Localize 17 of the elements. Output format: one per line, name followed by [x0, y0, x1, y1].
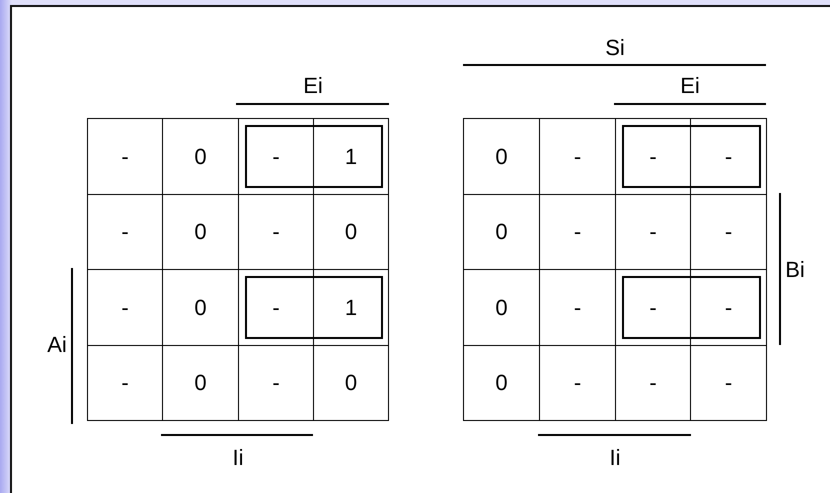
map-cell: - — [87, 345, 163, 421]
variable-label: Bi — [785, 257, 805, 283]
map-cell: - — [87, 118, 163, 195]
variable-label: Ai — [47, 332, 67, 358]
map-cell: 0 — [463, 118, 540, 195]
map-cell: 0 — [313, 345, 389, 421]
variable-label: Si — [605, 35, 625, 61]
grouping-loop — [245, 276, 383, 339]
variable-label: Ei — [303, 73, 323, 99]
map-cell: - — [690, 345, 767, 421]
grouping-loop — [622, 125, 761, 188]
variable-label: Ei — [680, 73, 700, 99]
grouping-loop — [245, 125, 383, 188]
grouping-loop — [622, 276, 761, 339]
variable-label: Ii — [610, 445, 620, 471]
map-cell: 0 — [463, 345, 540, 421]
variable-label: Ii — [232, 445, 244, 471]
